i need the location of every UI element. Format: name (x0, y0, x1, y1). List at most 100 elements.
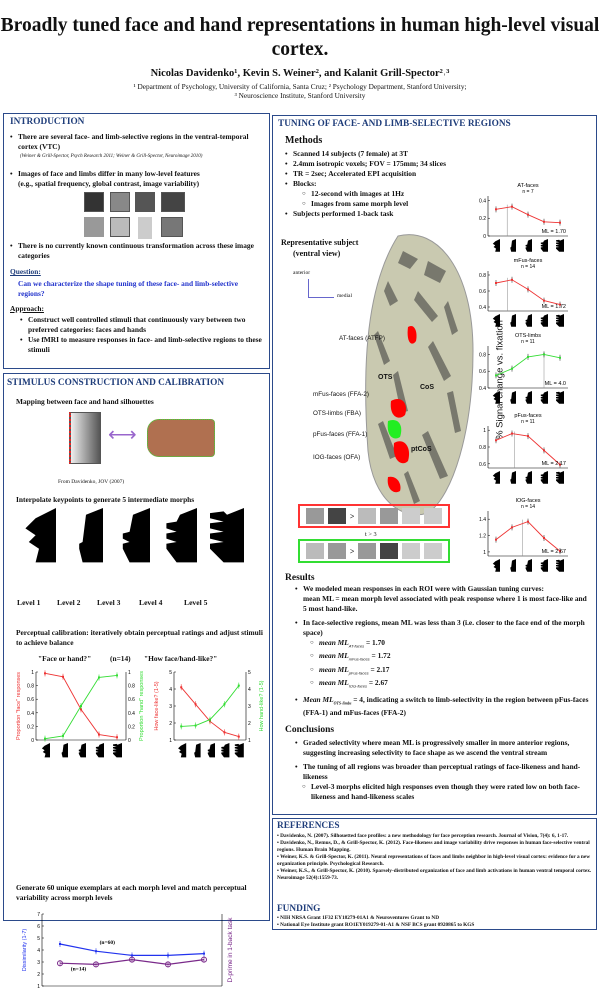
roi-iog-faces (387, 476, 401, 493)
point-marker (527, 213, 529, 216)
data-point (237, 682, 240, 689)
point-marker (559, 550, 561, 553)
y-axis-label-right: Proportion "hand" responses (139, 671, 145, 741)
data-point (62, 732, 64, 739)
ml-label: ML = 1.72 (542, 304, 566, 310)
morph-silhouette-icon (78, 743, 86, 758)
point-marker (203, 952, 205, 955)
data-point (237, 733, 240, 740)
approach-label: Approach: (10, 304, 44, 313)
y-tick-label: 5 (37, 936, 40, 942)
roi-at-faces (407, 325, 417, 344)
point-marker (194, 703, 197, 706)
funding-item: • NIH NRSA Grant 1F32 EY18279-01A1 & Neu… (277, 915, 440, 921)
ml-label: ML = 2.67 (542, 549, 566, 555)
funding-list: • NIH NRSA Grant 1F32 EY18279-01A1 & Neu… (277, 915, 474, 929)
roi-label: pFus-faces (FFA-1) (313, 431, 368, 438)
morph-silhouette-icon (556, 314, 564, 327)
conclusion-bullet: Graded selectivity where mean ML is prog… (295, 738, 591, 758)
face-photo (135, 192, 155, 212)
y-tick-label: 1 (169, 738, 172, 744)
data-point (559, 354, 561, 361)
morph-silhouette-icon (540, 239, 548, 252)
point-marker (543, 449, 545, 452)
sample-size: n = 14 (521, 264, 535, 270)
data-point (543, 447, 545, 454)
data-point (511, 524, 513, 531)
point-marker (237, 735, 240, 738)
example-images (18, 189, 264, 241)
point-marker (527, 288, 529, 291)
data-point (44, 670, 46, 677)
point-marker (131, 954, 133, 957)
face-photo (161, 192, 185, 212)
morph-silhouette-icon (525, 239, 532, 252)
morph-level-silhouette (166, 508, 197, 563)
threshold-label: t > 3 (365, 531, 377, 538)
y-tick-label-right: 1 (128, 670, 131, 676)
ml-label: ML = 4.0 (545, 381, 566, 387)
data-point (559, 301, 561, 308)
point-marker (194, 724, 197, 727)
point-marker (543, 353, 545, 356)
intro-bullet: Images of face and limbs differ in many … (10, 169, 264, 179)
data-point (559, 219, 561, 226)
morph-level-silhouette (79, 508, 103, 563)
y-tick-label: 0.6 (27, 697, 34, 703)
point-marker (559, 221, 561, 224)
limb-photo (138, 217, 152, 239)
limb-thumb (327, 543, 346, 559)
subheading: Perceptual calibration: iteratively obta… (16, 628, 263, 647)
results-bullet: We modeled mean responses in each ROI we… (295, 584, 591, 594)
data-point (59, 941, 61, 947)
methods-bullet: Scanned 14 subjects (7 female) at 3T (285, 149, 408, 159)
y-axis-label-right: D-prime in 1-back task (227, 917, 234, 983)
morph-silhouette-icon (556, 471, 564, 484)
mean-ml-item: mean MLAT-faces = 1.70 (310, 638, 591, 651)
y-tick-label: 7 (37, 912, 40, 918)
y-tick-label: 3 (37, 960, 40, 966)
y-tick-label: 2 (37, 972, 40, 978)
roi-label: mFus-faces (FFA-2) (313, 391, 369, 398)
morph-silhouette-icon (492, 471, 500, 484)
roi-label: OTS-limbs (FBA) (313, 410, 361, 417)
conclusion-bullet: The tuning of all regions was broader th… (295, 762, 591, 782)
intro-content: There are several face- and limb-selecti… (10, 132, 264, 355)
point-marker (543, 220, 545, 223)
poster-title: Broadly tuned face and hand representati… (0, 15, 600, 60)
question-label: Question: (10, 267, 41, 276)
y-tick-label: 0.2 (27, 724, 34, 730)
point-marker (559, 303, 561, 306)
data-point (511, 276, 513, 283)
data-point (527, 353, 529, 360)
level-label: Level 5 (184, 598, 208, 607)
y-tick-label-right: 1 (248, 738, 251, 744)
limb-photo (161, 217, 183, 237)
mean-ml-item: mean MLpFus-faces = 2.17 (310, 665, 591, 678)
point-marker (98, 733, 100, 736)
y-axis-label-right: How hand-like? (1-5) (259, 680, 265, 731)
y-tick-label: 1.2 (479, 534, 486, 540)
hand-thumb (358, 508, 377, 524)
face-thumb (306, 508, 324, 524)
affiliations: ¹ Department of Psychology, University o… (0, 82, 600, 100)
reference-item: • Weiner, K.S., & Grill-Spector, K. (201… (277, 868, 592, 881)
affiliation-line-2: ³ Neuroscience Institute, Stanford Unive… (234, 91, 366, 100)
question-how-like: "How face/hand-like?" (144, 654, 218, 663)
y-tick-label: 1 (483, 428, 486, 434)
morph-silhouette-icon (95, 743, 104, 758)
data-point (167, 952, 169, 959)
morph-silhouette-icon (492, 314, 500, 327)
roi-pfus-faces (393, 441, 410, 464)
y-tick-label: 0.2 (479, 216, 486, 222)
morph-silhouette-icon (525, 471, 532, 484)
sample-size: n = 11 (521, 339, 535, 345)
point-marker (511, 278, 513, 281)
rep-subject-view: (ventral view) (293, 249, 341, 258)
methods-heading: Methods (285, 135, 323, 146)
